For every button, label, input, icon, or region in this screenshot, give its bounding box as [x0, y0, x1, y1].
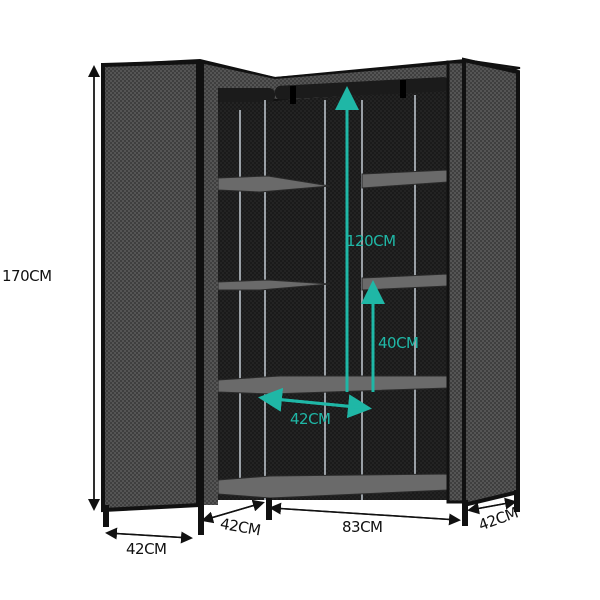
legs	[103, 490, 520, 535]
interior-dimension-lines	[258, 86, 385, 419]
hanging-rod	[205, 77, 450, 104]
left-side-panel	[101, 59, 218, 513]
left-width-label: 42CM	[126, 540, 167, 558]
dimension-lines	[88, 65, 517, 544]
shelf-gap-label: 40CM	[378, 334, 419, 352]
frame-poles	[239, 95, 416, 500]
wardrobe-interior	[200, 90, 455, 500]
front-width-label: 83CM	[342, 518, 383, 536]
inner-height-label: 120CM	[346, 232, 396, 250]
height-label: 170CM	[2, 267, 52, 285]
shelf-width-label: 42CM	[290, 410, 331, 428]
right-side-panel	[446, 57, 520, 508]
